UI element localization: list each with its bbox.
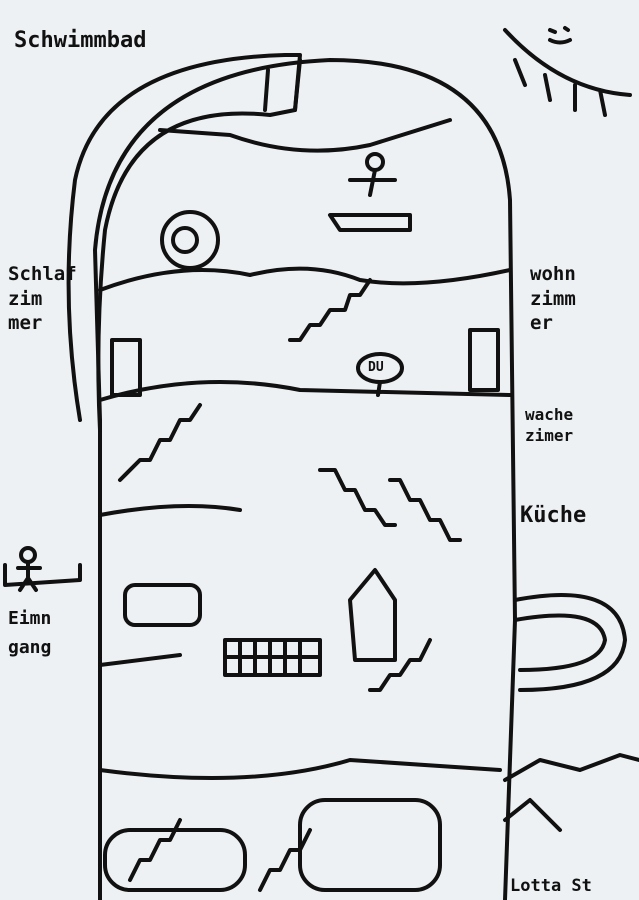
label-entrance: Eimn gang [8, 608, 52, 658]
label-guard-room: wache zimer [525, 405, 574, 445]
water-slide-right [513, 593, 627, 692]
person-icon [365, 152, 385, 172]
label-bedroom: Schlaf zim mer [8, 263, 77, 335]
mountains [503, 753, 639, 832]
house [348, 568, 397, 662]
tower-outline [93, 58, 517, 900]
label-kitchen: Küche [520, 503, 587, 528]
water-slide-left [66, 53, 302, 432]
sign-text: DU [368, 360, 384, 375]
signature: Lotta St [510, 876, 592, 896]
label-pool: Schwimmbad [14, 28, 147, 53]
label-living-room: wohn zimm er [530, 263, 576, 335]
sun [503, 26, 632, 117]
floor-lines [98, 118, 512, 780]
stairs [118, 278, 462, 892]
ball-icon [160, 210, 220, 270]
